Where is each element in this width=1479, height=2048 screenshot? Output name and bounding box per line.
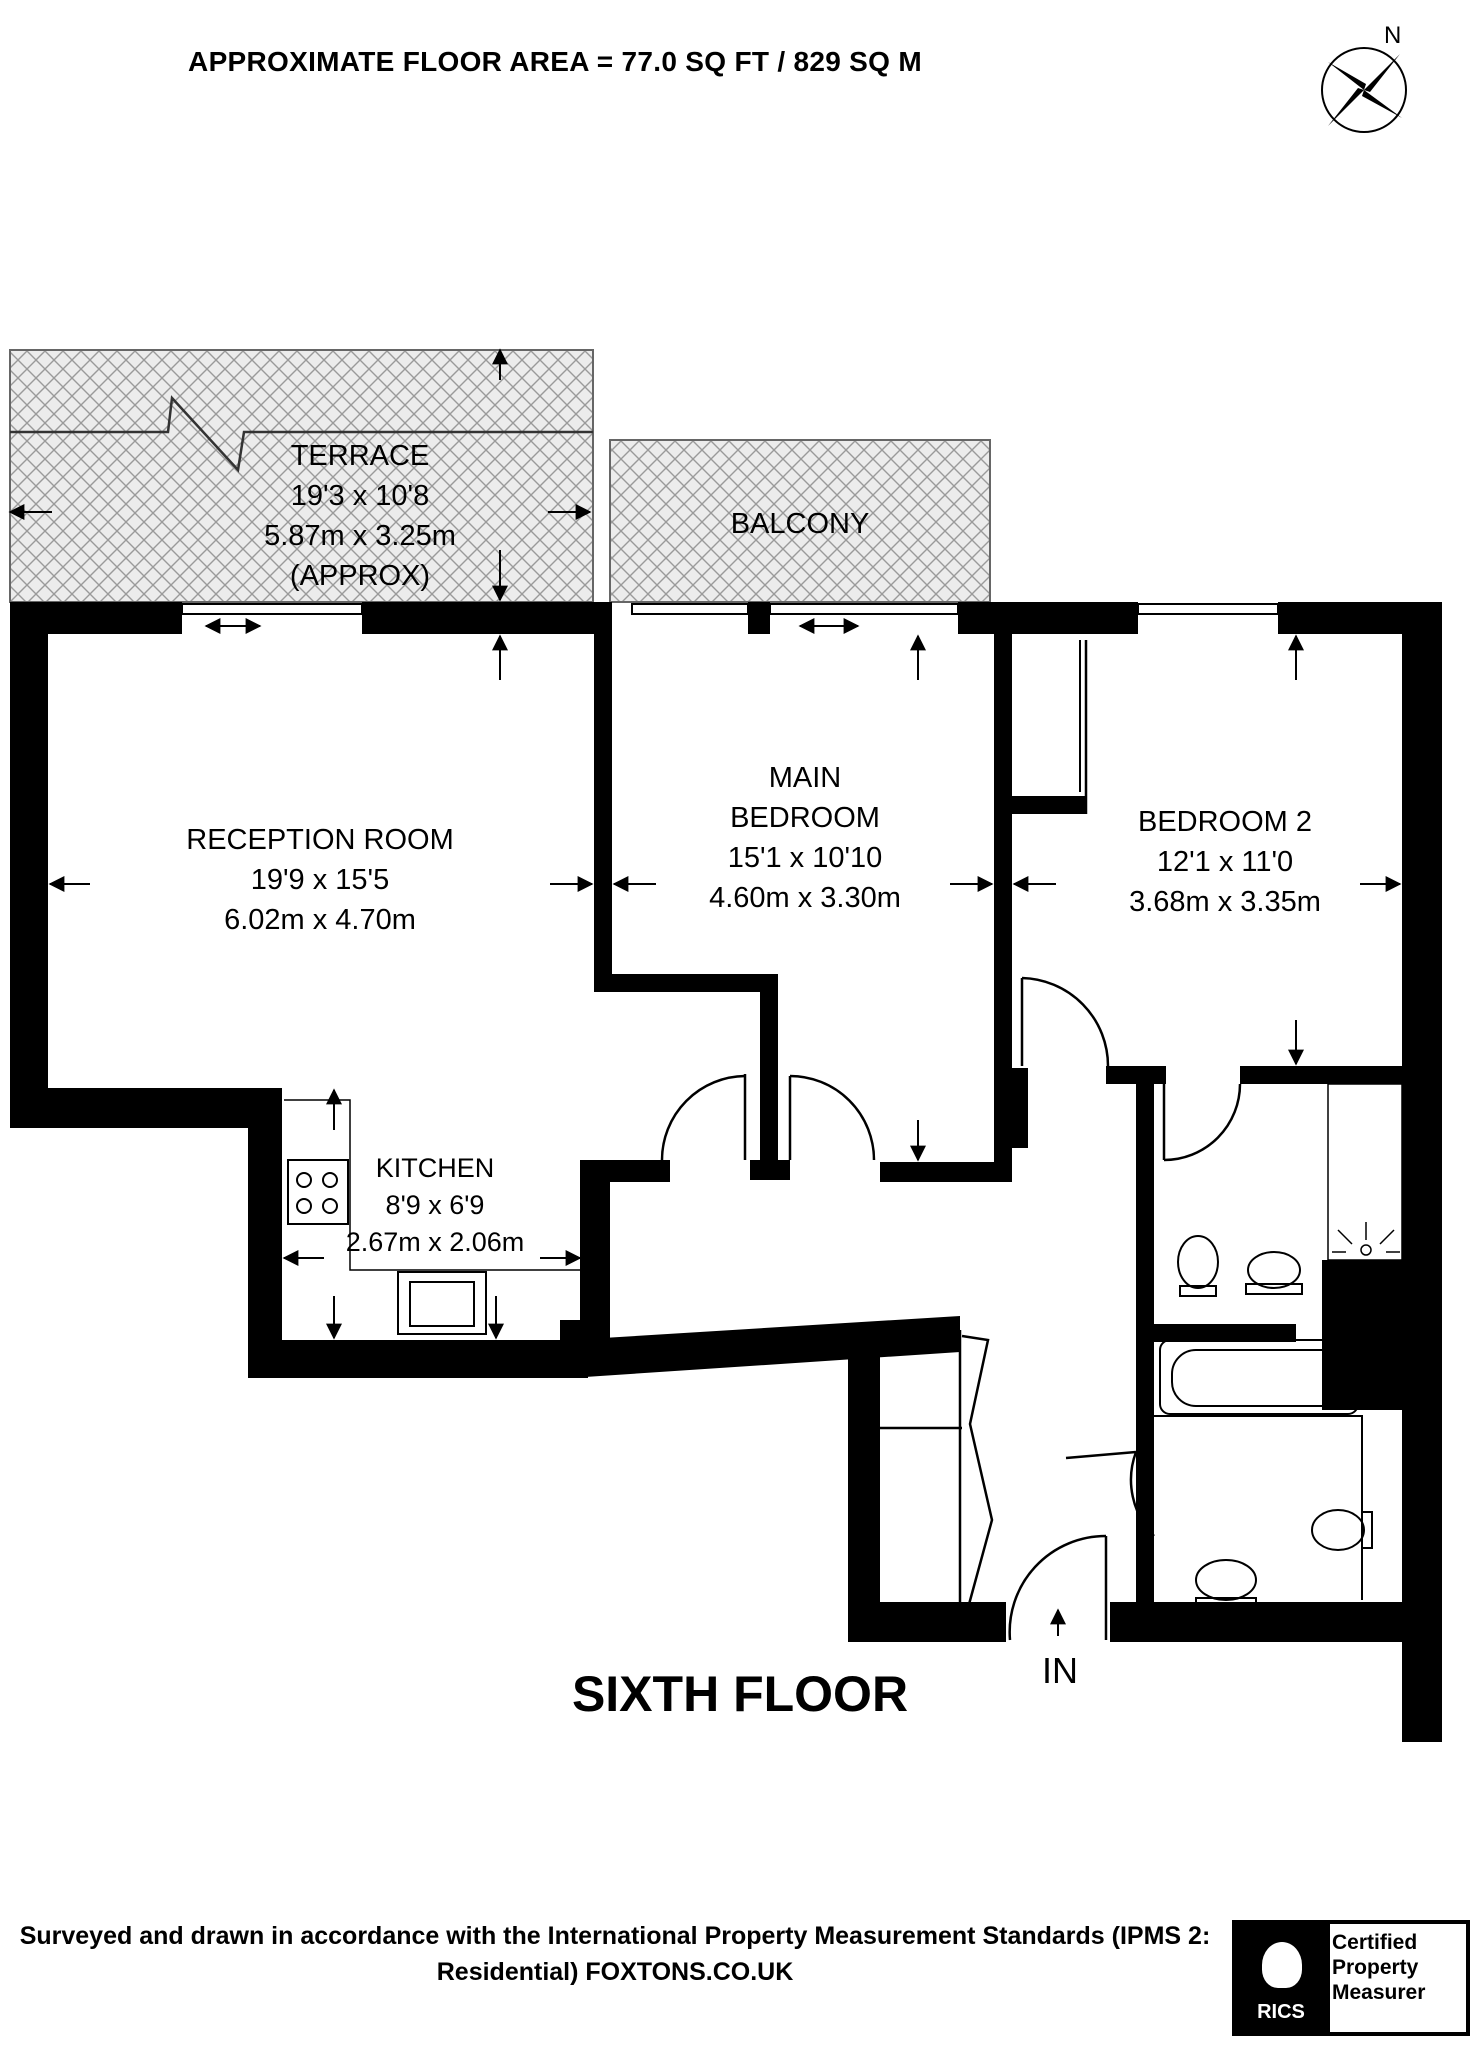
balcony-name: BALCONY <box>730 508 870 540</box>
windows <box>181 603 1279 615</box>
terrace-name: TERRACE <box>290 440 430 472</box>
cert-line-3: Measurer <box>1332 1981 1426 2004</box>
main-bedroom-name-1: MAIN <box>768 762 842 794</box>
rics-logo-icon: RICS <box>1232 1920 1330 2036</box>
dimension-arrows <box>8 348 1402 1636</box>
terrace-dim-imperial: 19'3 x 10'8 <box>290 480 430 512</box>
reception-label: RECEPTION ROOM 19'9 x 15'5 6.02m x 4.70m <box>150 820 490 940</box>
compass-icon <box>1321 47 1407 133</box>
bedroom2-label: BEDROOM 2 12'1 x 11'0 3.68m x 3.35m <box>1090 802 1360 922</box>
kitchen-label: KITCHEN 8'9 x 6'9 2.67m x 2.06m <box>330 1150 540 1261</box>
main-bedroom-dim-metric: 4.60m x 3.30m <box>709 882 901 914</box>
toilet-icon <box>1177 1235 1373 1551</box>
bedroom2-name: BEDROOM 2 <box>1137 806 1313 838</box>
rics-word: RICS <box>1257 2001 1305 2023</box>
shower-icon <box>1327 1083 1403 1261</box>
bathroom-partition <box>1154 1415 1363 1600</box>
kitchen-dim-imperial: 8'9 x 6'9 <box>385 1190 485 1220</box>
north-label: N <box>1384 22 1402 49</box>
footer-line-1: Surveyed and drawn in accordance with th… <box>19 1922 1211 1950</box>
hob-icon <box>287 1159 349 1225</box>
rics-crest <box>1262 1942 1302 1988</box>
cert-line-1: Certified <box>1332 1931 1418 1954</box>
terrace-note: (APPROX) <box>289 560 431 592</box>
footer-line-2: Residential) FOXTONS.CO.UK <box>436 1958 794 1986</box>
reception-dim-metric: 6.02m x 4.70m <box>224 904 416 936</box>
floor-label: SIXTH FLOOR <box>571 1666 909 1722</box>
kitchen-dim-metric: 2.67m x 2.06m <box>345 1227 525 1257</box>
sink-icon <box>397 1271 487 1335</box>
main-bedroom-name-2: BEDROOM <box>730 802 880 834</box>
cert-line-2: Property <box>1332 1956 1419 1979</box>
terrace-break-line <box>10 395 593 473</box>
main-bedroom-label: MAIN BEDROOM 15'1 x 10'10 4.60m x 3.30m <box>660 758 950 918</box>
wardrobe-doors <box>880 1330 994 1620</box>
floor-area-title: APPROXIMATE FLOOR AREA = 77.0 SQ FT / 82… <box>188 46 922 77</box>
terrace-label: TERRACE 19'3 x 10'8 5.87m x 3.25m (APPRO… <box>240 436 480 596</box>
balcony-label: BALCONY <box>690 504 910 544</box>
walls <box>10 602 1442 1742</box>
bath-icon <box>1159 1339 1359 1415</box>
reception-name: RECEPTION ROOM <box>186 824 454 856</box>
terrace-dim-metric: 5.87m x 3.25m <box>264 520 456 552</box>
footer-note: Surveyed and drawn in accordance with th… <box>0 1918 1230 1990</box>
door-swing-icon <box>660 640 1242 1641</box>
entrance-label: IN <box>1042 1650 1078 1691</box>
kitchen-worktop <box>284 1099 580 1271</box>
basin-icon <box>1195 1251 1303 1607</box>
bedroom2-dim-metric: 3.68m x 3.35m <box>1129 886 1321 918</box>
main-bedroom-dim-imperial: 15'1 x 10'10 <box>727 842 883 874</box>
reception-dim-imperial: 19'9 x 15'5 <box>250 864 390 896</box>
bedroom2-dim-imperial: 12'1 x 11'0 <box>1156 846 1294 878</box>
kitchen-name: KITCHEN <box>375 1153 495 1183</box>
certified-measurer-badge: Certified Property Measurer <box>1318 1920 1470 2036</box>
